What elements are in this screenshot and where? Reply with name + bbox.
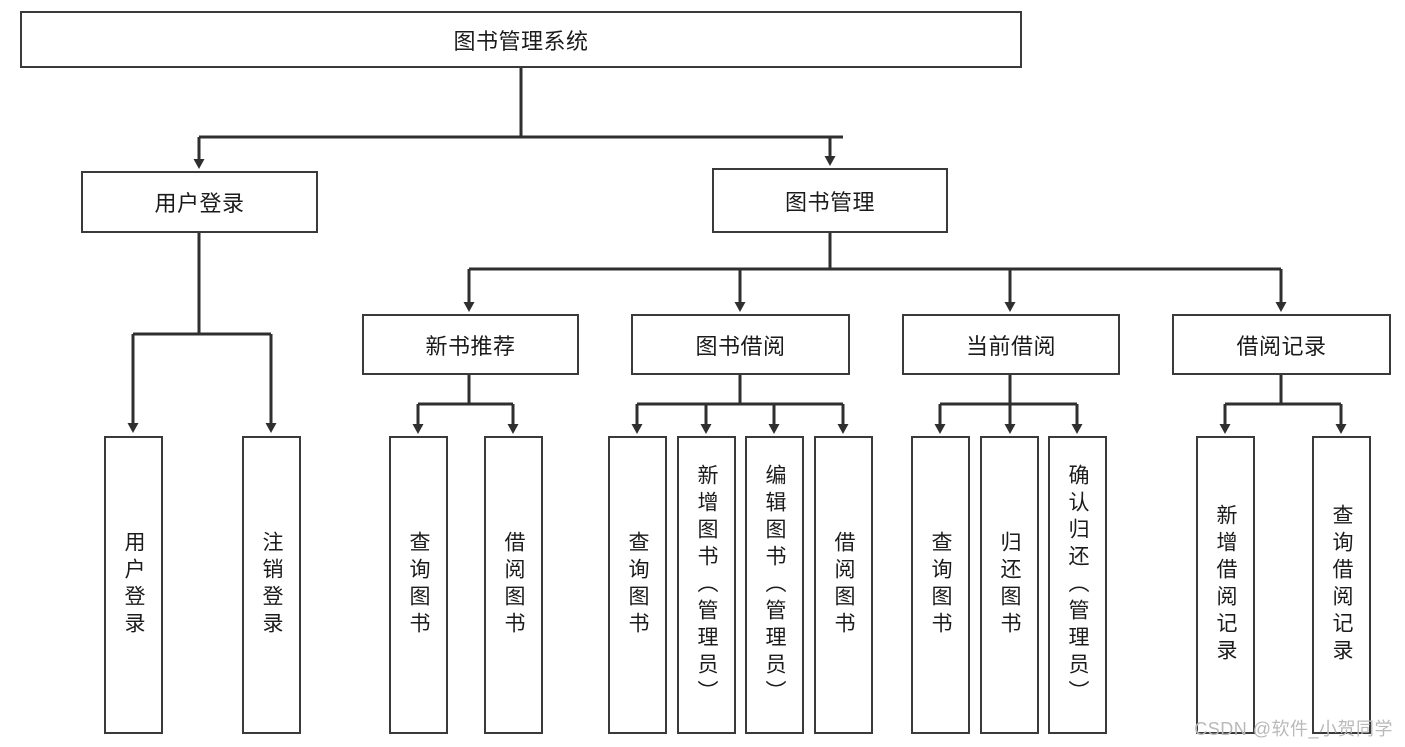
node-label: 借阅图书 bbox=[502, 531, 525, 639]
node-label: 当前借阅 bbox=[965, 333, 1056, 359]
node-leaf-borrow-book-1[interactable]: 借阅图书 bbox=[484, 436, 543, 734]
node-new-book-recommend[interactable]: 新书推荐 bbox=[362, 314, 579, 375]
node-label: 图书管理系统 bbox=[453, 28, 589, 54]
node-label: 新书推荐 bbox=[425, 333, 516, 359]
node-leaf-query-record[interactable]: 查询借阅记录 bbox=[1312, 436, 1371, 734]
node-root-system[interactable]: 图书管理系统 bbox=[20, 11, 1022, 68]
node-label: 图书借阅 bbox=[695, 333, 786, 359]
node-label: 查询图书 bbox=[407, 531, 430, 639]
node-label: 图书管理 bbox=[784, 189, 875, 215]
node-leaf-return-book[interactable]: 归还图书 bbox=[980, 436, 1039, 734]
node-leaf-edit-book[interactable]: 编辑图书（管理员） bbox=[745, 436, 804, 734]
node-current-borrow[interactable]: 当前借阅 bbox=[902, 314, 1120, 375]
node-leaf-user-login[interactable]: 用户登录 bbox=[104, 436, 163, 734]
node-leaf-query-book-3[interactable]: 查询图书 bbox=[911, 436, 970, 734]
node-label: 归还图书 bbox=[998, 531, 1021, 639]
node-label: 借阅记录 bbox=[1236, 333, 1327, 359]
node-label: 用户登录 bbox=[154, 191, 245, 216]
node-label: 借阅图书 bbox=[832, 531, 855, 639]
node-label: 新增图书（管理员） bbox=[695, 463, 718, 707]
node-label: 查询图书 bbox=[929, 531, 952, 639]
node-leaf-confirm-return[interactable]: 确认归还（管理员） bbox=[1048, 436, 1107, 734]
node-leaf-query-book-1[interactable]: 查询图书 bbox=[389, 436, 448, 734]
node-borrow-record[interactable]: 借阅记录 bbox=[1172, 314, 1391, 375]
node-leaf-add-book[interactable]: 新增图书（管理员） bbox=[677, 436, 736, 734]
node-leaf-query-book-2[interactable]: 查询图书 bbox=[608, 436, 667, 734]
node-book-management[interactable]: 图书管理 bbox=[712, 168, 948, 233]
node-label: 注销登录 bbox=[260, 531, 283, 639]
watermark-text: CSDN @软件_小贺同学 bbox=[1194, 719, 1393, 739]
node-label: 用户登录 bbox=[122, 531, 145, 639]
node-book-borrow[interactable]: 图书借阅 bbox=[631, 314, 850, 375]
node-label: 查询图书 bbox=[626, 531, 649, 639]
node-user-login[interactable]: 用户登录 bbox=[81, 171, 318, 233]
node-label: 确认归还（管理员） bbox=[1066, 463, 1089, 707]
node-leaf-user-logout[interactable]: 注销登录 bbox=[242, 436, 301, 734]
node-label: 编辑图书（管理员） bbox=[763, 463, 786, 707]
node-label: 新增借阅记录 bbox=[1214, 504, 1237, 666]
node-leaf-borrow-book-2[interactable]: 借阅图书 bbox=[814, 436, 873, 734]
node-leaf-add-record[interactable]: 新增借阅记录 bbox=[1196, 436, 1255, 734]
node-label: 查询借阅记录 bbox=[1330, 504, 1353, 666]
